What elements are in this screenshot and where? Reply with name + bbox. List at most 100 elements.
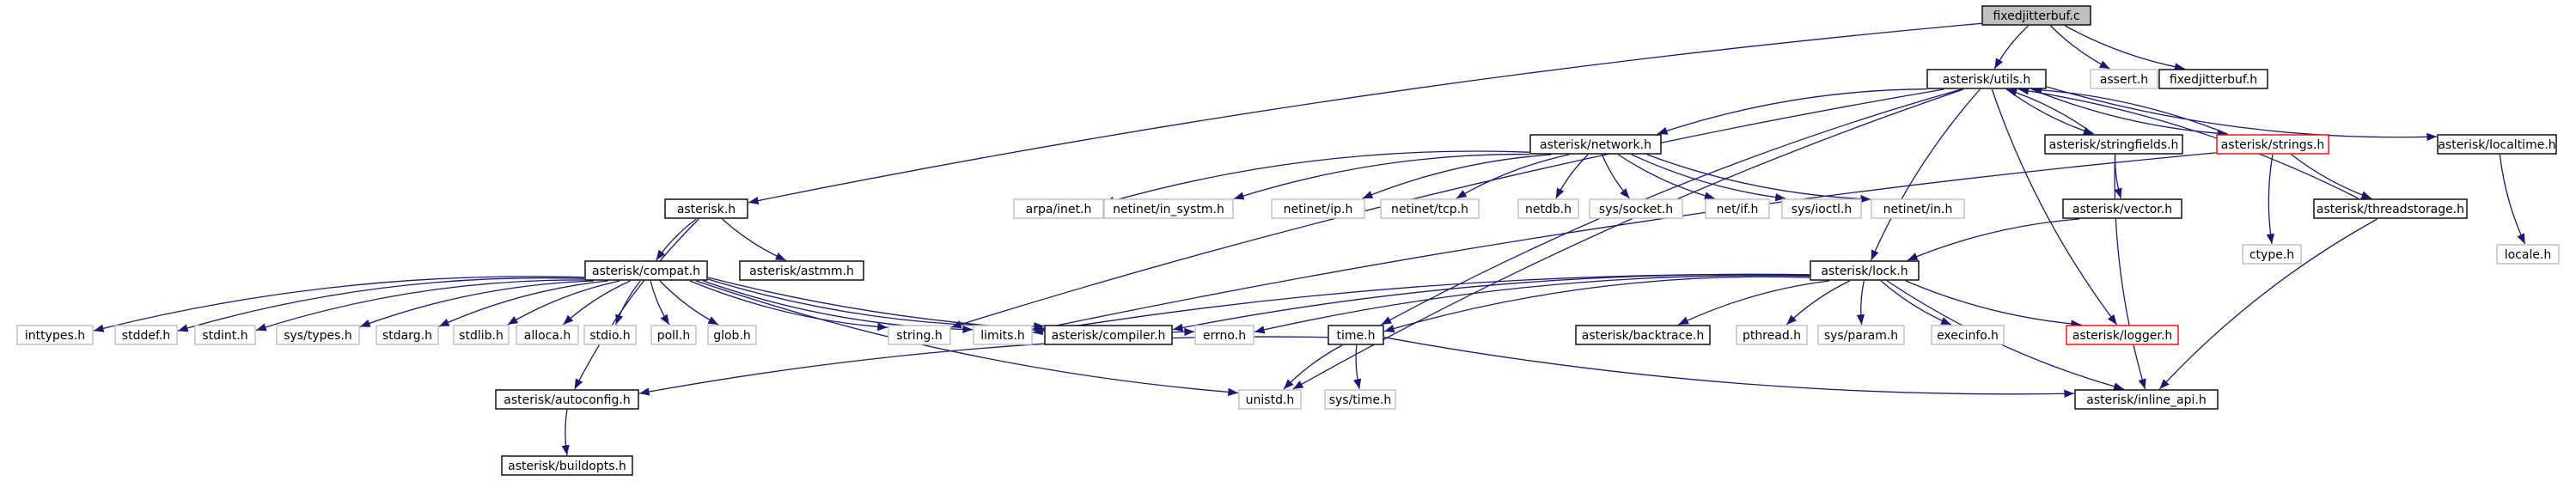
- edge-stringfields-to-utils: [2006, 88, 2095, 135]
- node-box: [1810, 260, 1920, 281]
- node-vector[interactable]: asterisk/vector.h: [2062, 198, 2182, 219]
- node-box: [1517, 198, 1579, 219]
- node-sys-ioctl[interactable]: sys/ioctl.h: [1781, 198, 1862, 219]
- node-astmm[interactable]: asterisk/astmm.h: [739, 260, 864, 281]
- node-label: alloca.h: [524, 329, 571, 343]
- node-box: [1271, 198, 1365, 219]
- node-autoconfig[interactable]: asterisk/autoconfig.h: [495, 389, 639, 410]
- node-sys-time[interactable]: sys/time.h: [1324, 389, 1396, 410]
- node-inttypes[interactable]: inttypes.h: [16, 325, 94, 345]
- node-sys-param[interactable]: sys/param.h: [1817, 325, 1905, 345]
- node-label: string.h: [896, 329, 943, 343]
- node-box: [1705, 198, 1770, 219]
- edge-compat-to-stdlib: [507, 280, 620, 326]
- node-strings[interactable]: asterisk/strings.h: [2216, 134, 2329, 155]
- node-network[interactable]: asterisk/network.h: [1529, 134, 1662, 155]
- node-inline-api[interactable]: asterisk/inline_api.h: [2074, 389, 2219, 410]
- edge-localtime-to-locale: [2499, 154, 2526, 245]
- node-box: [194, 325, 256, 345]
- edge-network-to-sys-socket: [1601, 154, 1630, 199]
- node-box: [2066, 325, 2179, 345]
- node-box: [1817, 325, 1905, 345]
- node-box: [495, 389, 639, 410]
- node-pthread[interactable]: pthread.h: [1736, 325, 1808, 345]
- node-label: asterisk/logger.h: [2072, 329, 2172, 343]
- edge-threadstorage-to-inline-api: [2158, 218, 2378, 390]
- node-label: netinet/in.h: [1883, 203, 1953, 216]
- node-arpa-inet[interactable]: arpa/inet.h: [1013, 198, 1104, 219]
- node-box: [1324, 389, 1396, 410]
- node-string[interactable]: string.h: [888, 325, 951, 345]
- node-alloca[interactable]: alloca.h: [516, 325, 579, 345]
- edge-fixedjitterbuf-c-to-fixedjitterbuf-h: [2065, 25, 2185, 71]
- node-label: asterisk/backtrace.h: [1582, 329, 1704, 343]
- node-locale[interactable]: locale.h: [2496, 244, 2560, 265]
- edge-compat-to-inttypes: [93, 276, 585, 332]
- node-threadstorage[interactable]: asterisk/threadstorage.h: [2313, 198, 2468, 219]
- node-ctype[interactable]: ctype.h: [2242, 244, 2302, 265]
- edge-vector-to-lock: [1907, 218, 2080, 261]
- edge-compat-to-compiler: [707, 278, 1045, 331]
- node-execinfo[interactable]: execinfo.h: [1931, 325, 2005, 345]
- node-asterisk[interactable]: asterisk.h: [664, 198, 748, 219]
- node-stdlib[interactable]: stdlib.h: [453, 325, 510, 345]
- node-label: netinet/tcp.h: [1391, 203, 1468, 216]
- node-box: [1529, 134, 1662, 155]
- node-unistd[interactable]: unistd.h: [1238, 389, 1302, 410]
- node-logger[interactable]: asterisk/logger.h: [2066, 325, 2179, 345]
- node-box: [1380, 198, 1480, 219]
- node-poll[interactable]: poll.h: [650, 325, 697, 345]
- node-time[interactable]: time.h: [1328, 325, 1384, 345]
- node-stdint[interactable]: stdint.h: [194, 325, 256, 345]
- node-sys-types[interactable]: sys/types.h: [276, 325, 360, 345]
- node-compiler[interactable]: asterisk/compiler.h: [1044, 325, 1173, 345]
- node-lock[interactable]: asterisk/lock.h: [1810, 260, 1920, 281]
- node-box: [2437, 134, 2557, 155]
- edge-time-to-sys-time: [1353, 344, 1362, 390]
- node-netinet-ip[interactable]: netinet/ip.h: [1271, 198, 1365, 219]
- node-fixedjitterbuf-h[interactable]: fixedjitterbuf.h: [2158, 69, 2268, 89]
- node-stdio[interactable]: stdio.h: [583, 325, 637, 345]
- node-utils[interactable]: asterisk/utils.h: [1926, 69, 2047, 89]
- edge-threadstorage-to-utils: [2018, 87, 2359, 199]
- edge-compat-to-stddef: [177, 277, 585, 332]
- node-netdb[interactable]: netdb.h: [1517, 198, 1579, 219]
- edge-strings-to-limits: [1032, 152, 2217, 332]
- edge-utils-to-lock: [1871, 88, 1981, 261]
- node-label: stdarg.h: [382, 329, 432, 343]
- edge-lock-to-limits: [1032, 273, 1810, 336]
- node-localtime[interactable]: asterisk/localtime.h: [2437, 134, 2557, 155]
- edge-compat-to-stdio: [615, 280, 641, 326]
- node-compat[interactable]: asterisk/compat.h: [584, 260, 708, 281]
- node-label: sys/ioctl.h: [1792, 203, 1852, 216]
- node-stdarg[interactable]: stdarg.h: [375, 325, 439, 345]
- node-netinet-in[interactable]: netinet/in.h: [1871, 198, 1965, 219]
- node-label: pthread.h: [1743, 329, 1801, 343]
- edge-utils-to-localtime: [2046, 86, 2438, 142]
- node-box: [1013, 198, 1104, 219]
- node-label: execinfo.h: [1937, 329, 1999, 343]
- node-glob[interactable]: glob.h: [707, 325, 757, 345]
- node-fixedjitterbuf-c[interactable]: fixedjitterbuf.c: [1981, 5, 2091, 26]
- node-stddef[interactable]: stddef.h: [114, 325, 178, 345]
- edge-strings-to-threadstorage: [2291, 154, 2372, 199]
- node-sys-socket[interactable]: sys/socket.h: [1589, 198, 1683, 219]
- node-errno[interactable]: errno.h: [1194, 325, 1254, 345]
- edge-autoconfig-to-buildopts: [561, 409, 570, 456]
- node-net-if[interactable]: net/if.h: [1705, 198, 1770, 219]
- node-stringfields[interactable]: asterisk/stringfields.h: [2044, 134, 2183, 155]
- node-label: sys/time.h: [1329, 393, 1392, 407]
- node-netinet-tcp[interactable]: netinet/tcp.h: [1380, 198, 1480, 219]
- node-in-systm[interactable]: netinet/in_systm.h: [1103, 198, 1234, 219]
- node-limits[interactable]: limits.h: [973, 325, 1033, 345]
- node-label: asterisk/stringfields.h: [2049, 138, 2179, 152]
- edge-utils-to-strings: [2031, 88, 2228, 137]
- node-backtrace[interactable]: asterisk/backtrace.h: [1575, 325, 1711, 345]
- node-box: [583, 325, 637, 345]
- node-buildopts[interactable]: asterisk/buildopts.h: [501, 455, 633, 476]
- node-label: asterisk/buildopts.h: [508, 460, 626, 473]
- edge-network-to-arpa-inet: [1103, 150, 1530, 204]
- edge-fixedjitterbuf-c-to-assert: [2050, 25, 2110, 70]
- node-assert[interactable]: assert.h: [2090, 69, 2158, 89]
